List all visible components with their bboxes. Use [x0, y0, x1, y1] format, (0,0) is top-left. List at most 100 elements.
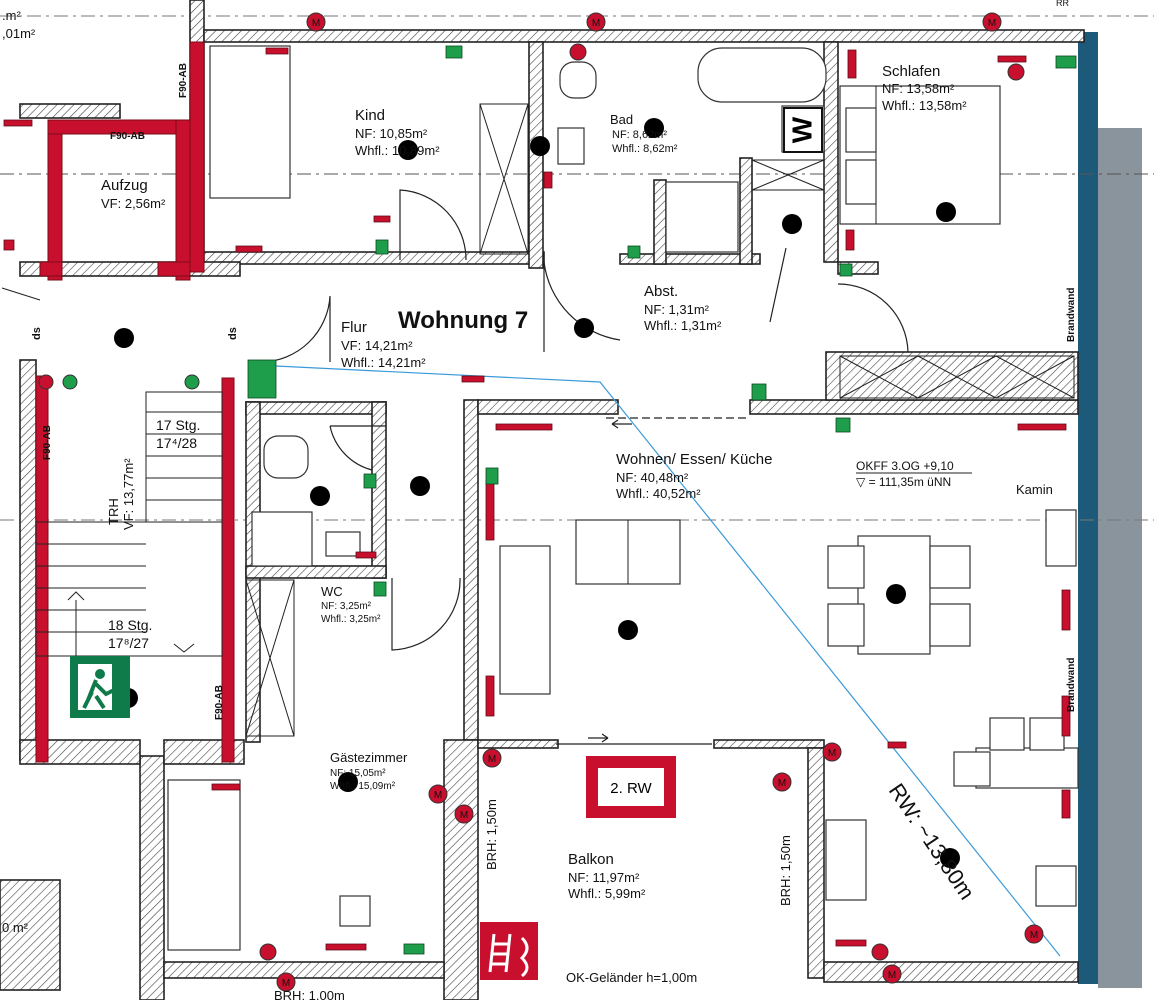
escape-route-sign: 2. RW: [586, 756, 676, 818]
socket-icon: [847, 49, 857, 79]
railing-height-label: OK-Geländer h=1,00m: [566, 970, 697, 985]
smoke-detector-icon: M: [428, 784, 448, 804]
escape-route-line: [275, 365, 1061, 957]
floor-level-nn: ▽ = 111,35m üNN: [856, 475, 951, 489]
smoke-detector-icon: [1007, 63, 1025, 81]
smoke-detector-icon: M: [1024, 924, 1044, 944]
smoke-detector-icon: [38, 374, 54, 390]
room-name-bad: Bad: [610, 112, 633, 127]
switch-icon: [627, 245, 641, 259]
svg-text:M: M: [592, 18, 600, 29]
stair-trh-area: VF: 13,77m²: [121, 458, 136, 530]
emergency-exit-sign-icon: [70, 656, 130, 718]
fire-rating-label: F90-AB: [42, 425, 53, 460]
room-name-flur: Flur: [341, 319, 367, 336]
room-name-schlafen: Schlafen: [882, 63, 940, 80]
window-sill-height-right: BRH: 1,50m: [778, 835, 793, 906]
fire-walls: [35, 41, 235, 763]
room-name-aufzug: Aufzug: [101, 177, 148, 194]
socket-icon: [265, 47, 289, 55]
room-area-kind: NF: 10,85m²: [355, 126, 428, 141]
sliding-arrows: [588, 419, 632, 743]
ceiling-light-icon: [782, 214, 802, 234]
svg-text:M: M: [460, 810, 468, 821]
room-name-wohnen: Wohnen/ Essen/ Küche: [616, 451, 773, 468]
switch-icon: [247, 359, 277, 399]
smoke-detector-icon: M: [586, 12, 606, 32]
svg-text:M: M: [282, 978, 290, 989]
switch-icon: [373, 581, 387, 597]
fire-ladder-icon: [480, 922, 538, 980]
ceiling-light-icon: [936, 202, 956, 222]
svg-text:M: M: [888, 970, 896, 981]
socket-icon: [485, 675, 495, 717]
smoke-detector-icon: [871, 943, 889, 961]
socket-icon: [1017, 423, 1067, 431]
socket-icon: [211, 783, 241, 791]
svg-text:M: M: [1030, 930, 1038, 941]
room-name-wc: WC: [321, 584, 343, 599]
switch-icon: [1055, 55, 1077, 69]
room-area-gaestezimmer: NF: 15,05m²: [330, 768, 386, 779]
brandwand-label: Brandwand: [1066, 288, 1077, 342]
ds-label: ds: [227, 327, 239, 340]
w-marker: W: [783, 107, 823, 153]
smoke-detector-icon: [184, 374, 200, 390]
switch-icon: [403, 943, 425, 955]
smoke-detector-icon: M: [882, 964, 902, 984]
switches: [247, 45, 1077, 955]
floor-level-label: OKFF 3.OG +9,10: [856, 459, 954, 473]
smoke-detector-icon: M: [306, 12, 326, 32]
cropped-edge-label: RR: [1056, 0, 1069, 8]
ds-label: ds: [31, 327, 43, 340]
ceiling-light-icon: [530, 136, 550, 156]
cropped-area-label: .m²: [2, 8, 21, 23]
socket-icon: [373, 215, 391, 223]
smoke-detector-icon: M: [772, 772, 792, 792]
staircase: [1, 287, 223, 660]
room-name-gaestezimmer: Gästezimmer: [330, 750, 408, 765]
socket-icon: [845, 229, 855, 251]
room-area-wohnen: Whfl.: 40,52m²: [616, 486, 701, 501]
smoke-detectors: M M M M M M M M M M M: [38, 12, 1044, 992]
window-sill-height-left: BRH: 1,50m: [484, 799, 499, 870]
switch-icon: [835, 417, 851, 433]
switch-icon: [445, 45, 463, 59]
svg-text:M: M: [312, 18, 320, 29]
room-area-aufzug: VF: 2,56m²: [101, 196, 166, 211]
room-name-balkon: Balkon: [568, 851, 614, 868]
brandwand-wall: [1078, 32, 1098, 984]
room-area-bad: Whfl.: 8,62m²: [612, 143, 678, 155]
room-area-balkon: Whfl.: 5,99m²: [568, 886, 646, 901]
w-marker-label: W: [786, 116, 817, 143]
svg-text:M: M: [488, 754, 496, 765]
escape-distance-label: RW: ~13,80m: [884, 779, 980, 904]
switch-icon: [839, 263, 853, 277]
smoke-detector-icon: [259, 943, 277, 961]
escape-route-sign-label: 2. RW: [610, 780, 652, 797]
facade-strip: [1098, 128, 1142, 988]
cropped-area-label: ,01m²: [2, 26, 36, 41]
stair-lower-flight: 18 Stg.: [108, 617, 152, 633]
room-area-wc: Whfl.: 3,25m²: [321, 614, 381, 625]
socket-icon: [543, 171, 553, 189]
fire-rating-label: F90-AB: [110, 131, 145, 142]
sanitary-fixtures: [251, 47, 1077, 907]
apartment-title: Wohnung 7: [398, 307, 528, 334]
room-area-balkon: NF: 11,97m²: [568, 870, 640, 885]
room-area-abst: NF: 1,31m²: [644, 302, 710, 317]
cropped-area-label: 0 m²: [2, 920, 29, 935]
stair-trh-label: TRH: [106, 498, 121, 525]
brandwand-label: Brandwand: [1066, 658, 1077, 712]
room-area-gaestezimmer: Whfl.: 15,09m²: [330, 781, 396, 792]
socket-icon: [3, 119, 33, 127]
svg-text:M: M: [828, 748, 836, 759]
socket-icon: [1061, 789, 1071, 819]
svg-text:M: M: [778, 778, 786, 789]
socket-icon: [355, 551, 377, 559]
switch-icon: [375, 239, 389, 255]
smoke-detector-icon: M: [822, 742, 842, 762]
svg-text:M: M: [434, 790, 442, 801]
room-name-abst: Abst.: [644, 283, 678, 300]
